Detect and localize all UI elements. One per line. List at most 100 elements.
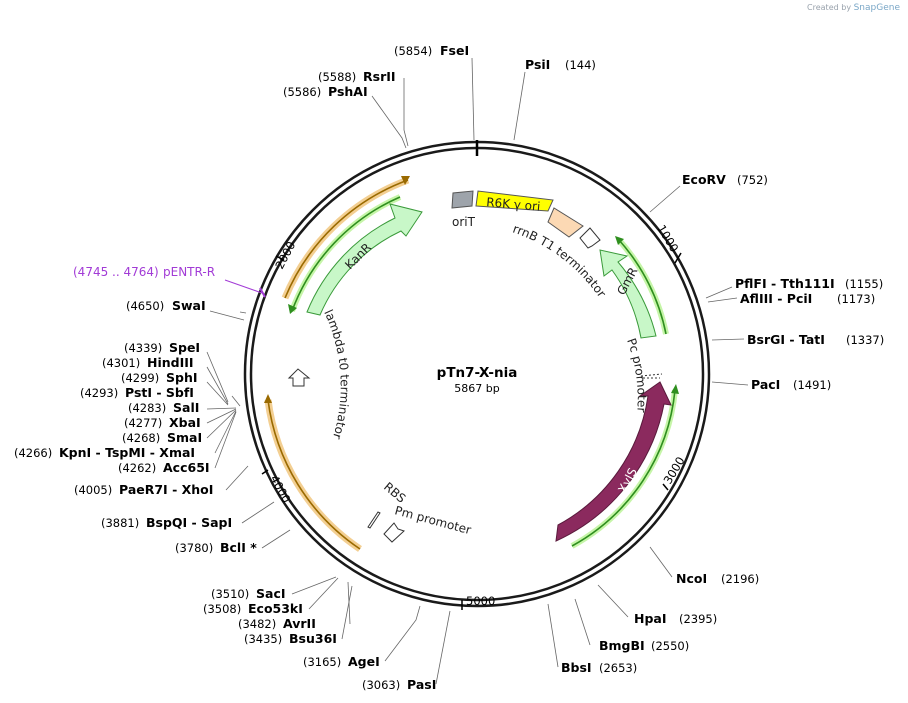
site-name-hindiii: HindIII xyxy=(147,355,194,370)
site-name-bsu36i: Bsu36I xyxy=(289,631,337,646)
rrnb-terminator-icon xyxy=(579,227,601,249)
primer-pentr-r: (4745 .. 4764) pENTR-R xyxy=(73,265,266,298)
site-pos-bmgbi: (2550) xyxy=(651,639,689,653)
site-name-rsrii: RsrII xyxy=(363,69,396,84)
primer-mark xyxy=(259,287,266,298)
site-name-bmgbi: BmgBI xyxy=(599,638,645,653)
leader-sphi xyxy=(206,381,229,406)
site-name-avrii: AvrII xyxy=(283,616,316,631)
site-name-bcli: BclI * xyxy=(220,540,257,555)
site-pos-agei: (3165) xyxy=(303,655,341,669)
plasmid-name: pTn7-X-nia xyxy=(437,365,518,381)
site-pos-ecorv: (752) xyxy=(737,173,768,187)
leader-smai xyxy=(206,409,237,439)
orf-outer-kan-arrowhead xyxy=(401,176,410,185)
site-name-afliii: AflIII - PciI xyxy=(740,291,812,306)
site-pos-bbsi: (2653) xyxy=(599,661,637,675)
snapgene-logo: SnapGene xyxy=(853,3,900,13)
site-name-pflfi: PflFI - Tth111I xyxy=(735,276,835,291)
site-pos-swai: (4650) xyxy=(126,299,164,313)
site-name-agei: AgeI xyxy=(348,654,380,669)
site-name-saci: SacI xyxy=(256,586,286,601)
orf-xyls-line xyxy=(571,389,676,547)
orit-label: oriT xyxy=(452,215,476,229)
site-pos-psii: (144) xyxy=(565,58,596,72)
leader-xbai xyxy=(206,408,237,424)
site-pos-psti: (4293) xyxy=(80,386,118,400)
leader-hindiii xyxy=(206,366,229,405)
leader-kpni xyxy=(214,410,237,454)
site-name-fsei: FseI xyxy=(440,43,469,58)
tick-4000 xyxy=(261,469,269,475)
leader-swai xyxy=(239,311,247,314)
leader-pasi xyxy=(435,610,451,685)
site-name-acc65i: Acc65I xyxy=(163,460,210,475)
pm-label: Pm promoter xyxy=(393,503,472,537)
leader-fsei xyxy=(471,57,475,141)
site-name-pasi: PasI xyxy=(407,677,436,692)
site-pos-pflfi: (1155) xyxy=(845,277,883,291)
leader-swai-2 xyxy=(209,310,245,321)
site-pos-acc65i: (4262) xyxy=(118,461,156,475)
pm-promoter-icon xyxy=(383,522,405,543)
site-name-sphi: SphI xyxy=(166,370,198,385)
orf-gm-line xyxy=(618,239,667,335)
leader-acc65i xyxy=(214,411,237,469)
site-name-spei: SpeI xyxy=(169,340,200,355)
site-name-sali: SalI xyxy=(173,400,199,415)
gmr-feature xyxy=(599,249,657,339)
site-pos-bspqi: (3881) xyxy=(101,516,139,530)
orf-kan-line xyxy=(291,196,401,312)
orf-kan-arrowhead xyxy=(288,304,297,314)
site-name-bbsi: BbsI xyxy=(561,660,592,675)
site-name-paci: PacI xyxy=(751,377,780,392)
site-name-ecorv: EcoRV xyxy=(682,172,726,187)
site-pos-paer7i: (4005) xyxy=(74,483,112,497)
leader-bsrgi xyxy=(711,338,745,341)
snapgene-credit: Created by SnapGene xyxy=(807,3,900,13)
leader-rsrii xyxy=(403,78,409,147)
site-name-paer7i: PaeR7I - XhoI xyxy=(119,482,213,497)
leader-ecorv xyxy=(649,185,681,213)
site-pos-bcli: (3780) xyxy=(175,541,213,555)
orf-outer-kan-line xyxy=(284,179,409,299)
tick-label-5000: 2000 xyxy=(272,239,298,271)
leader-pflfi xyxy=(705,286,733,299)
orit-feature xyxy=(451,190,474,209)
site-name-pshai: PshAI xyxy=(328,84,368,99)
r6k-ori-feature xyxy=(475,190,554,212)
site-pos-bsrgi: (1337) xyxy=(846,333,884,347)
site-pos-bsu36i: (3435) xyxy=(244,632,282,646)
site-name-kpni: KpnI - TspMI - XmaI xyxy=(59,445,195,460)
leader-agei xyxy=(384,605,421,662)
backbone xyxy=(243,140,711,608)
site-pos-sphi: (4299) xyxy=(121,371,159,385)
site-pos-spei: (4339) xyxy=(124,341,162,355)
lambda-label: lambda t0 terminator xyxy=(321,307,351,441)
tn7l-feature xyxy=(547,207,584,238)
leader-psti xyxy=(231,395,241,407)
leader-bbsi xyxy=(547,603,559,668)
site-leaders xyxy=(206,57,749,685)
leader-eco53ki xyxy=(308,577,339,610)
plasmid-length: 5867 bp xyxy=(454,382,499,395)
site-pos-avrii: (3482) xyxy=(238,617,276,631)
site-pos-hpai: (2395) xyxy=(679,612,717,626)
site-pos-hindiii: (4301) xyxy=(102,356,140,370)
leader-saci xyxy=(291,576,337,595)
leader-pshai xyxy=(371,95,407,149)
site-name-psii: PsiI xyxy=(525,57,550,72)
site-pos-paci: (1491) xyxy=(793,378,831,392)
orf-outer-bottom-arrowhead xyxy=(264,394,272,403)
pc-label: Pc promoter xyxy=(624,336,649,413)
site-pos-afliii: (1173) xyxy=(837,292,875,306)
tick-1000 xyxy=(674,252,682,264)
r6k-ori-label: R6K γ ori xyxy=(486,195,541,214)
primer-leader xyxy=(224,279,263,294)
tick-2000 xyxy=(662,483,669,491)
lambda-label-text: lambda t0 terminator xyxy=(321,307,351,441)
tick-label-3000: 5000 xyxy=(466,594,495,608)
leader-bspqi xyxy=(241,501,275,524)
site-name-psti: PstI - SbfI xyxy=(125,385,194,400)
